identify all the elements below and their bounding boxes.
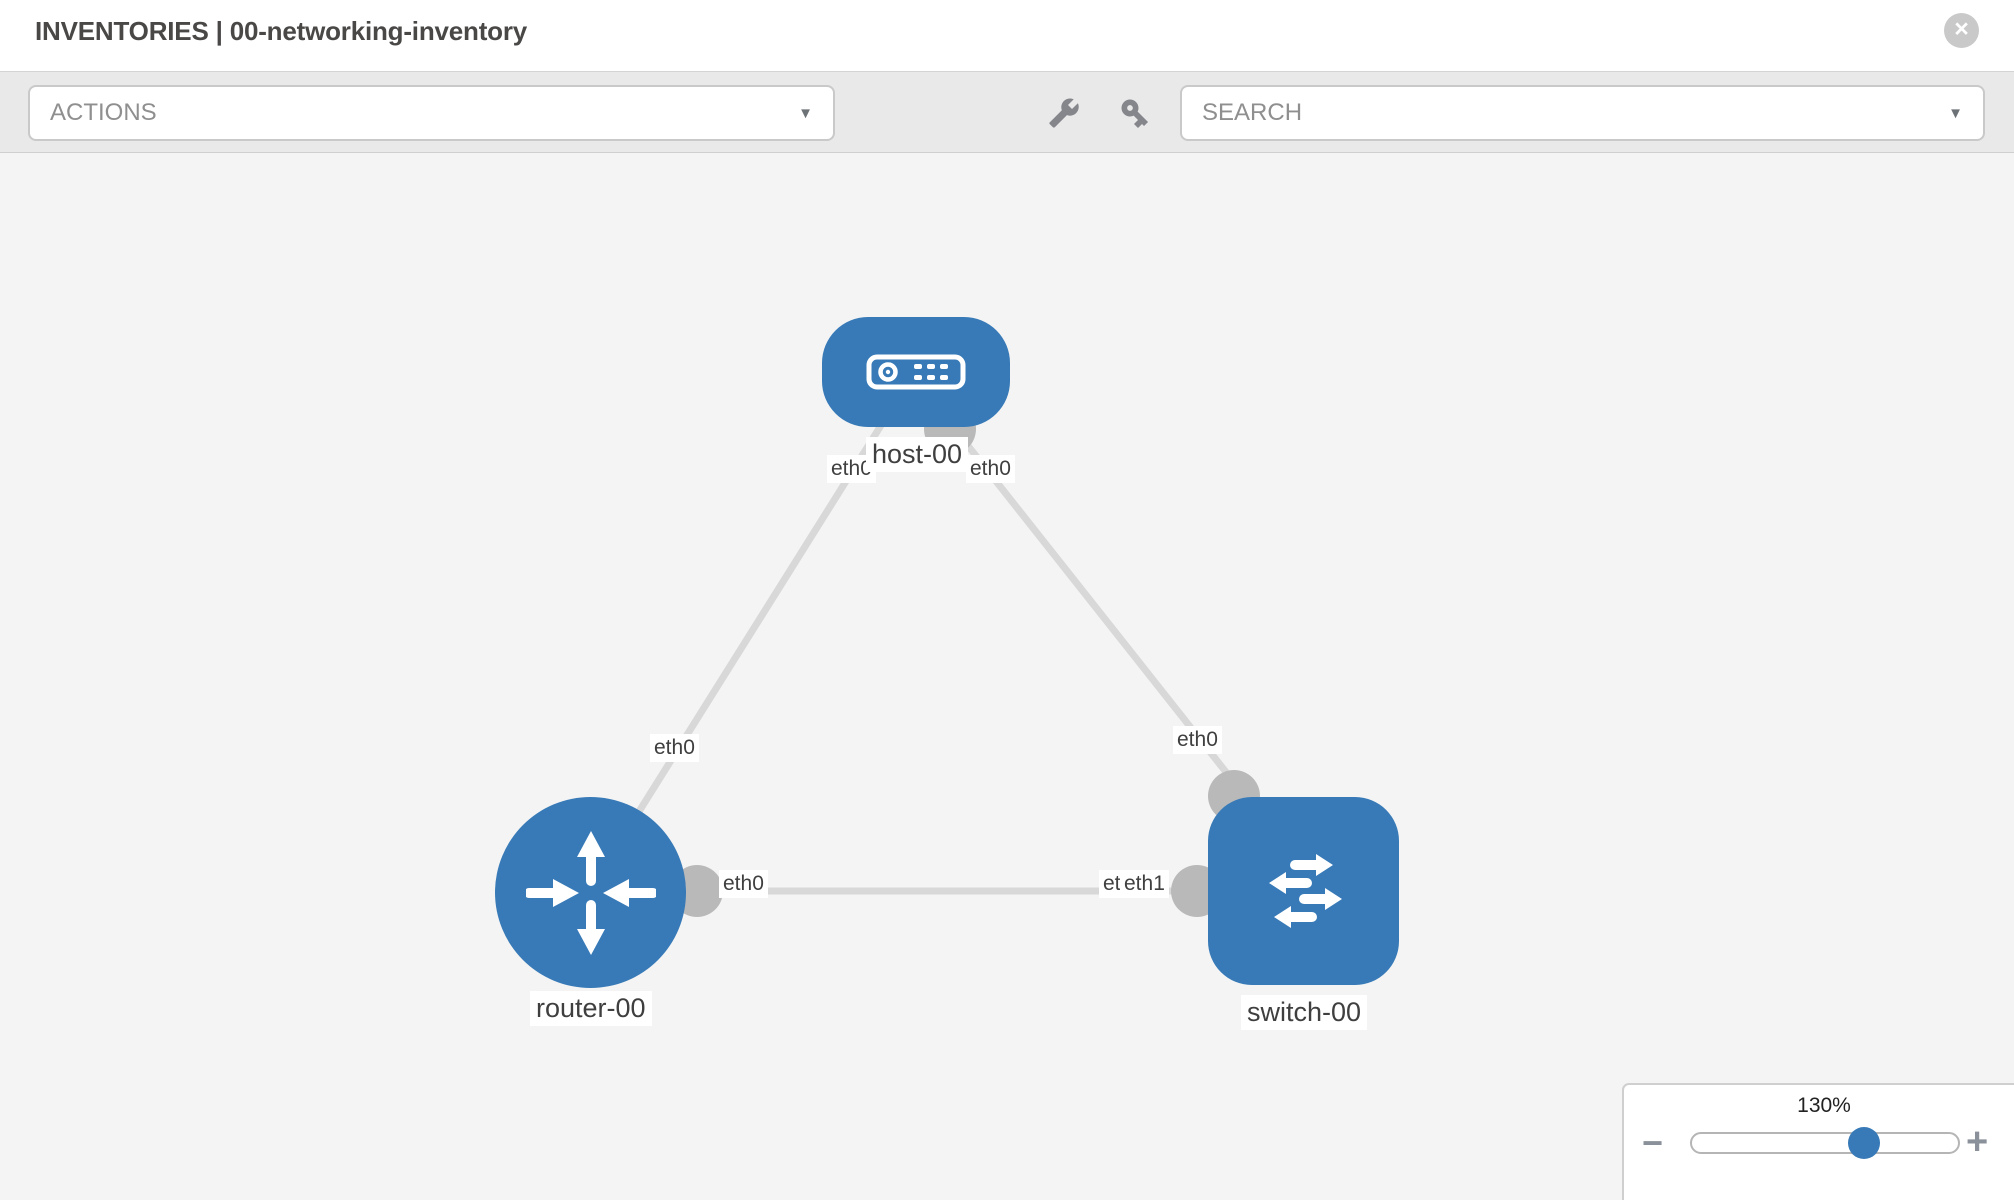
actions-dropdown-label: ACTIONS xyxy=(50,99,157,126)
key-button[interactable] xyxy=(1118,96,1154,130)
host-icon xyxy=(866,354,966,390)
interface-label-router-eth0: eth0 xyxy=(719,870,768,899)
key-icon xyxy=(1121,99,1149,129)
wrench-icon xyxy=(1049,98,1079,128)
router-icon xyxy=(525,830,656,955)
chevron-down-icon: ▼ xyxy=(1948,104,1963,122)
node-host-00[interactable] xyxy=(822,317,1010,427)
search-dropdown[interactable]: SEARCH ▼ xyxy=(1180,85,1985,141)
zoom-slider[interactable] xyxy=(1690,1127,1960,1159)
toolbar: ACTIONS ▼ SEARCH ▼ xyxy=(0,71,2014,153)
close-button[interactable]: × xyxy=(1944,13,1979,48)
interface-label-host-eth0-right: eth0 xyxy=(966,455,1015,484)
zoom-panel: 130% − + xyxy=(1622,1083,2014,1200)
close-icon: × xyxy=(1954,15,1969,43)
zoom-level: 130% xyxy=(1797,1094,1851,1117)
topology-links-layer xyxy=(615,403,1260,917)
node-router-00[interactable] xyxy=(495,797,686,988)
wrench-button[interactable] xyxy=(1048,96,1084,130)
zoom-in-button[interactable]: + xyxy=(1966,1121,1989,1163)
page-title: INVENTORIES | 00-networking-inventory xyxy=(35,16,528,46)
switch-icon xyxy=(1268,854,1342,928)
node-label-router-00: router-00 xyxy=(530,991,652,1027)
interface-label-switch-eth1: eth1 xyxy=(1120,870,1169,899)
interface-label-router-eth0-uplink: eth0 xyxy=(650,734,699,763)
header: INVENTORIES | 00-networking-inventory × xyxy=(0,0,2014,71)
search-dropdown-label: SEARCH xyxy=(1202,99,1303,126)
topology-canvas[interactable]: eth0 eth0 eth0 eth0 eth0 eth1 eth1 host-… xyxy=(0,153,2014,1200)
interface-label-switch-eth0: eth0 xyxy=(1173,726,1222,755)
chevron-down-icon: ▼ xyxy=(798,104,813,122)
zoom-slider-handle[interactable] xyxy=(1848,1127,1880,1159)
node-label-switch-00: switch-00 xyxy=(1241,995,1368,1031)
node-switch-00[interactable] xyxy=(1208,797,1399,985)
zoom-out-button[interactable]: − xyxy=(1642,1122,1664,1163)
actions-dropdown[interactable]: ACTIONS ▼ xyxy=(28,85,835,141)
link-host-router xyxy=(615,409,893,847)
node-label-host-00: host-00 xyxy=(866,437,969,473)
